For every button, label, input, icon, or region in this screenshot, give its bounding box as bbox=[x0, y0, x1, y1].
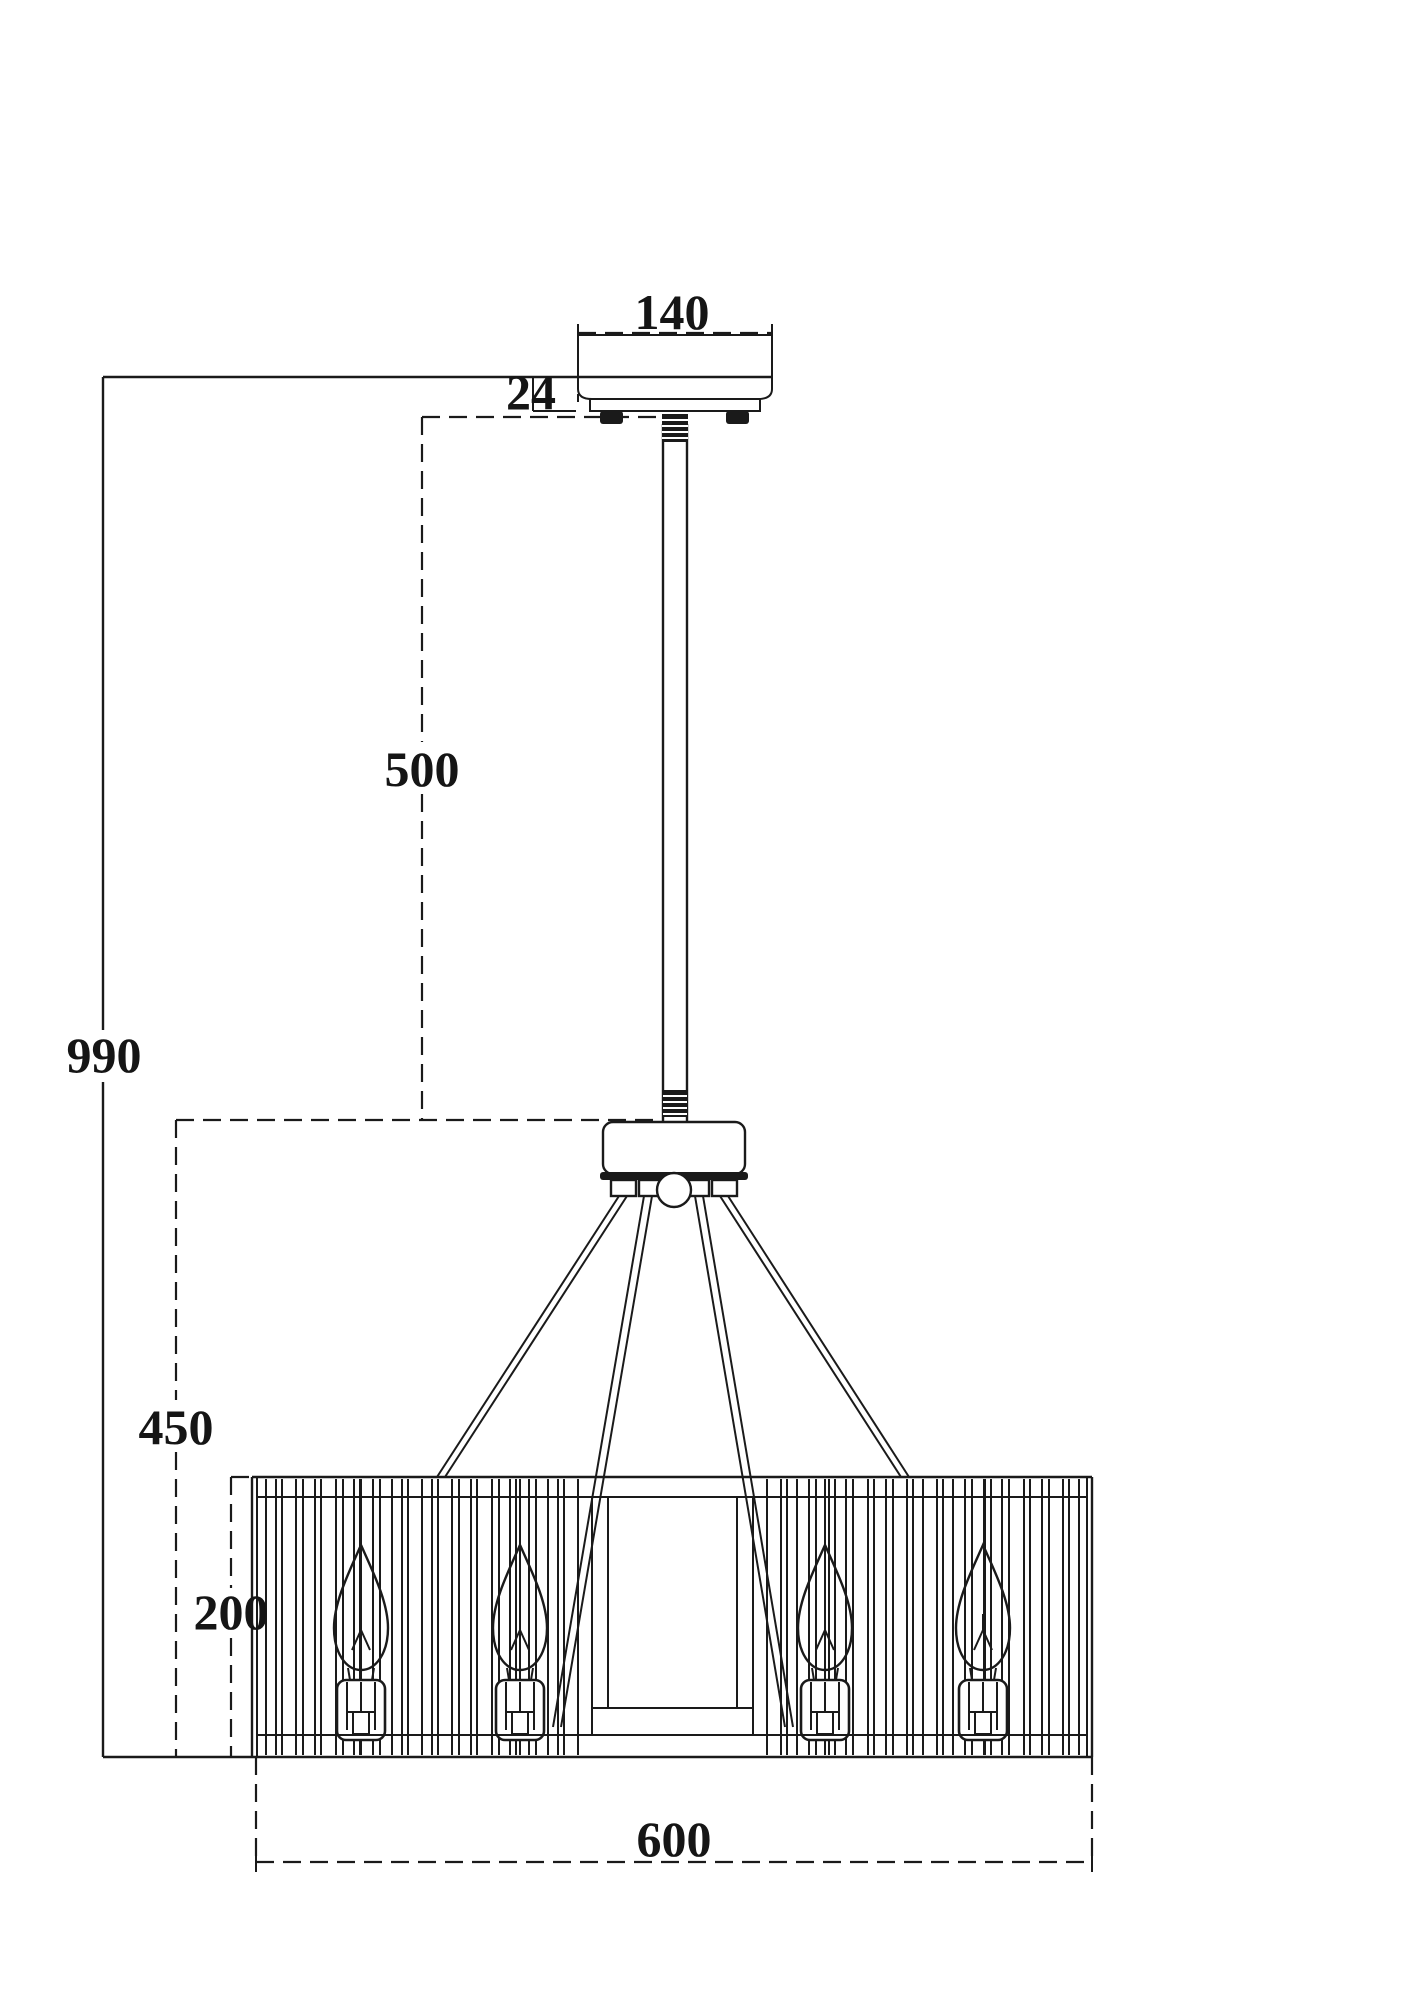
suspension-rod bbox=[552, 1195, 645, 1728]
wire-clamp-4 bbox=[710, 1178, 739, 1198]
bulb-glass bbox=[332, 1542, 390, 1672]
bulb-filament bbox=[973, 1614, 993, 1651]
rod-thread-top bbox=[662, 414, 688, 442]
bulb-filament bbox=[815, 1614, 835, 1651]
socket-detail bbox=[974, 1711, 992, 1735]
hub-finial-ball bbox=[655, 1171, 693, 1209]
bulb-neck bbox=[835, 1667, 839, 1681]
bulb-glass bbox=[796, 1542, 854, 1672]
dim-shade-diameter-label: 600 bbox=[637, 1811, 712, 1867]
dim-shade-height bbox=[229, 1475, 252, 1757]
canopy-screw-right bbox=[726, 411, 749, 424]
bulb-filament bbox=[510, 1614, 530, 1651]
wire-clamp-1 bbox=[609, 1178, 638, 1198]
dim-rod-length bbox=[176, 415, 662, 1122]
dim-shade-height-label: 200 bbox=[194, 1584, 269, 1640]
dim-overall-drop-label: 990 bbox=[67, 1027, 142, 1083]
suspension-rod bbox=[694, 1195, 786, 1728]
bulb-neck bbox=[969, 1667, 973, 1681]
bulb-neck bbox=[506, 1667, 510, 1681]
suspension-rod bbox=[719, 1195, 902, 1478]
suspension-rod bbox=[560, 1195, 653, 1728]
bulb-neck bbox=[347, 1667, 351, 1681]
dim-canopy-drop bbox=[532, 378, 576, 412]
suspension-rod bbox=[702, 1195, 794, 1728]
dim-shade-diameter bbox=[254, 1757, 1094, 1872]
bulb-neck bbox=[993, 1667, 997, 1681]
dim-canopy-drop-label: 24 bbox=[506, 364, 556, 420]
canopy-base-plate bbox=[589, 398, 761, 412]
bulb-glass bbox=[491, 1542, 549, 1672]
bulb-filament bbox=[351, 1614, 371, 1651]
suspension-rod bbox=[436, 1195, 620, 1478]
canopy-body bbox=[577, 334, 773, 400]
socket-detail bbox=[816, 1711, 834, 1735]
socket-detail bbox=[511, 1711, 529, 1735]
suspension-rod bbox=[444, 1195, 628, 1478]
bulb-neck bbox=[530, 1667, 534, 1681]
dim-overall-drop bbox=[101, 377, 1092, 1759]
dim-rod-length-label: 500 bbox=[385, 741, 460, 797]
dim-canopy-width-label: 140 bbox=[635, 284, 710, 340]
drum-shade-outline bbox=[250, 1475, 1094, 1757]
bulb-glass bbox=[954, 1542, 1012, 1672]
dim-canopy-width bbox=[577, 324, 773, 402]
bulb-neck bbox=[811, 1667, 815, 1681]
hub-body bbox=[601, 1120, 747, 1176]
dim-lower-assembly-label: 450 bbox=[139, 1399, 214, 1455]
bulb-neck bbox=[371, 1667, 375, 1681]
rod-thread-bottom bbox=[663, 1090, 687, 1117]
suspension-rod bbox=[727, 1195, 910, 1478]
socket-detail bbox=[352, 1711, 370, 1735]
